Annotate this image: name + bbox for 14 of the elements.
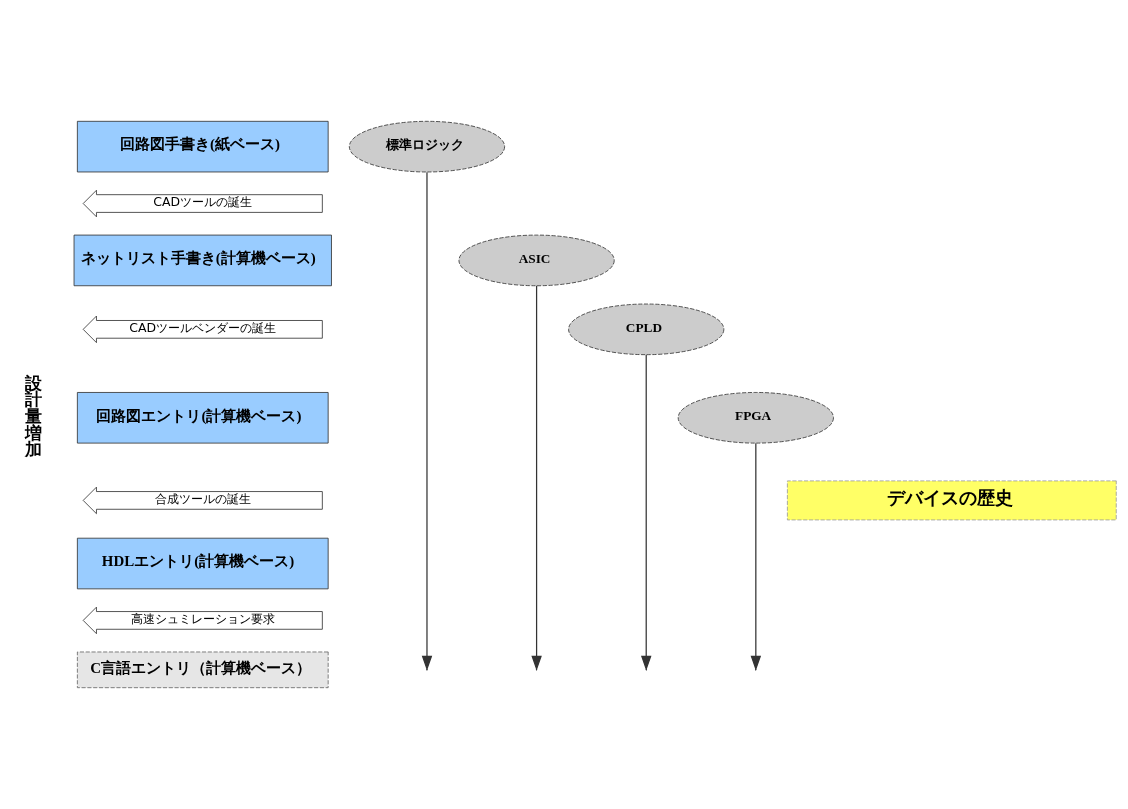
node-box: 回路図手書き(紙ベース) [76,120,329,173]
node-ellipse: ASIC [458,234,615,287]
node-box: デバイスの歴史 [786,480,1117,521]
node-box: HDLエントリ(計算機ベース) [76,537,329,590]
node-box: 回路図エントリ(計算機ベース) [76,392,329,444]
label: 設計量増加 [25,373,43,460]
arrow [640,354,652,671]
arrow [421,171,433,671]
arrow [750,442,762,671]
node-ellipse: CPLD [568,303,725,356]
node-box: C言語エントリ（計算機ベース） [76,651,329,689]
node-ellipse: FPGA [677,392,834,444]
node-ellipse: 標準ロジック [348,120,506,173]
node-box: ネットリスト手書き(計算機ベース) [73,234,332,287]
